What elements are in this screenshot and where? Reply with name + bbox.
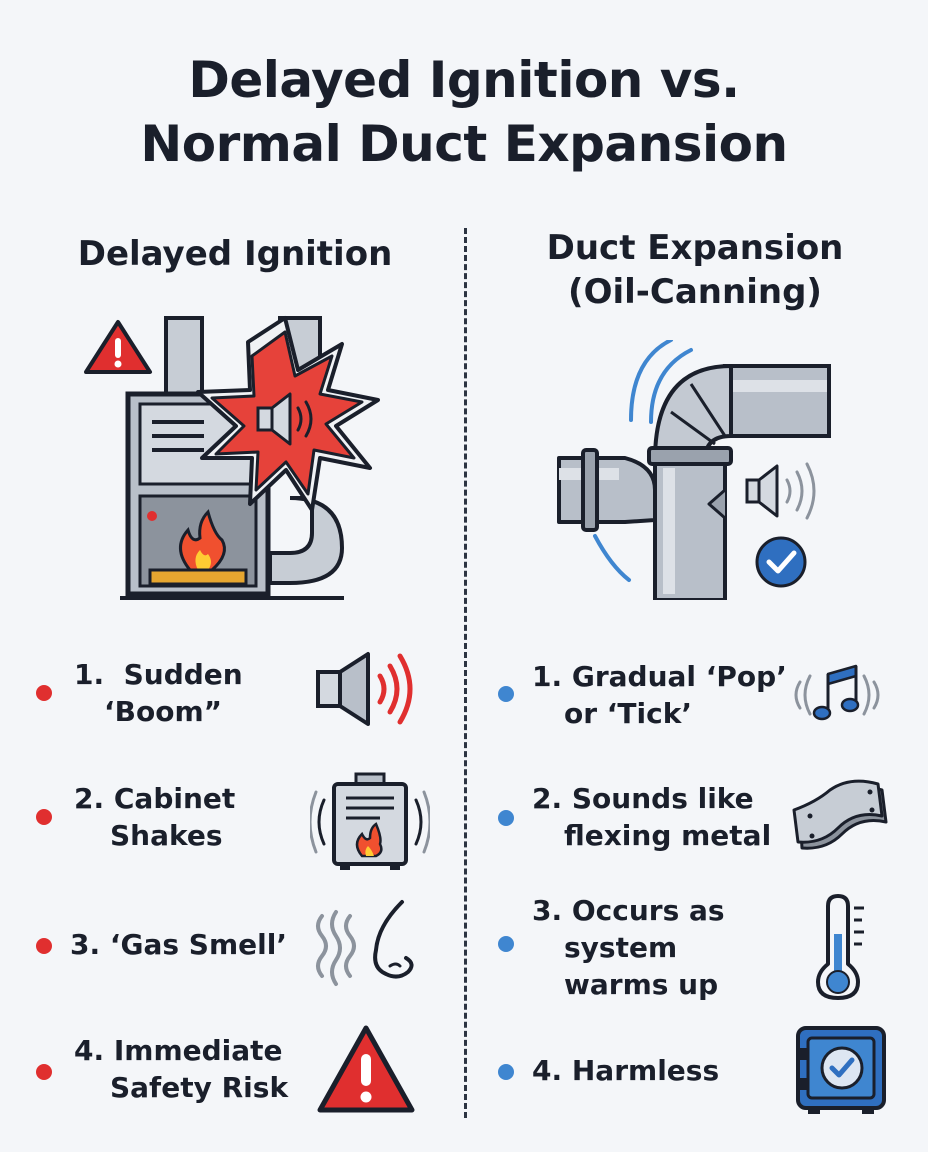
right-heading-line-2: (Oil-Canning) <box>568 272 822 312</box>
right-item-2: 2. Sounds like flexing metal <box>464 776 928 866</box>
column-divider <box>464 228 467 1118</box>
bullet-dot <box>36 809 52 825</box>
title-line-1: Delayed Ignition vs. <box>188 51 740 109</box>
right-item-3-text: 3. Occurs as system warms up <box>532 894 725 1001</box>
music-note-icon <box>794 664 880 721</box>
left-item-3-text: 3. ‘Gas Smell’ <box>70 928 287 961</box>
left-heading: Delayed Ignition <box>77 234 393 274</box>
vibration-lines-icon <box>593 340 693 582</box>
warning-triangle-icon <box>317 1025 415 1113</box>
right-item-2-text: 2. Sounds like flexing metal <box>532 782 772 852</box>
nose-smell-icon <box>316 900 414 986</box>
warning-triangle-icon <box>84 320 152 374</box>
explosion-burst-icon <box>196 316 380 512</box>
left-item-2: 2. Cabinet Shakes <box>0 772 464 872</box>
page-title: Delayed Ignition vs. Normal Duct Expansi… <box>0 48 928 176</box>
speaker-loud-icon <box>316 652 413 726</box>
speaker-icon <box>745 462 816 520</box>
left-item-3: 3. ‘Gas Smell’ <box>0 896 464 996</box>
left-item-4-text: 4. Immediate Safety Risk <box>74 1034 289 1104</box>
bullet-dot <box>498 936 514 952</box>
right-item-4-text: 4. Harmless <box>532 1054 720 1087</box>
left-item-1: 1. Sudden ‘Boom” <box>0 650 464 730</box>
right-item-1: 1. Gradual ‘Pop’ or ‘Tick’ <box>464 654 928 734</box>
left-item-1-text: 1. Sudden ‘Boom” <box>74 658 243 728</box>
right-heading: Duct Expansion (Oil-Canning) <box>480 226 910 314</box>
left-item-4: 4. Immediate Safety Risk <box>0 1020 464 1120</box>
bullet-dot <box>498 686 514 702</box>
left-item-2-text: 2. Cabinet Shakes <box>74 782 236 852</box>
right-item-1-text: 1. Gradual ‘Pop’ or ‘Tick’ <box>532 660 787 730</box>
furnace-explosion-illustration <box>84 316 380 600</box>
right-item-3: 3. Occurs as system warms up <box>464 890 928 1010</box>
check-badge-icon <box>755 536 807 588</box>
safe-check-icon <box>796 1026 886 1114</box>
thermometer-icon <box>816 894 864 1000</box>
bullet-dot <box>498 1064 514 1080</box>
shaking-furnace-icon <box>310 772 430 870</box>
title-line-2: Normal Duct Expansion <box>140 115 788 173</box>
bullet-dot <box>498 810 514 826</box>
metal-sheet-icon <box>792 779 888 850</box>
bullet-dot <box>36 1064 52 1080</box>
right-heading-line-1: Duct Expansion <box>546 228 844 268</box>
bullet-dot <box>36 685 52 701</box>
duct-elbow-icon <box>557 364 831 600</box>
bullet-dot <box>36 938 52 954</box>
duct-expansion-illustration <box>557 340 831 600</box>
right-item-4: 4. Harmless <box>464 1024 928 1120</box>
